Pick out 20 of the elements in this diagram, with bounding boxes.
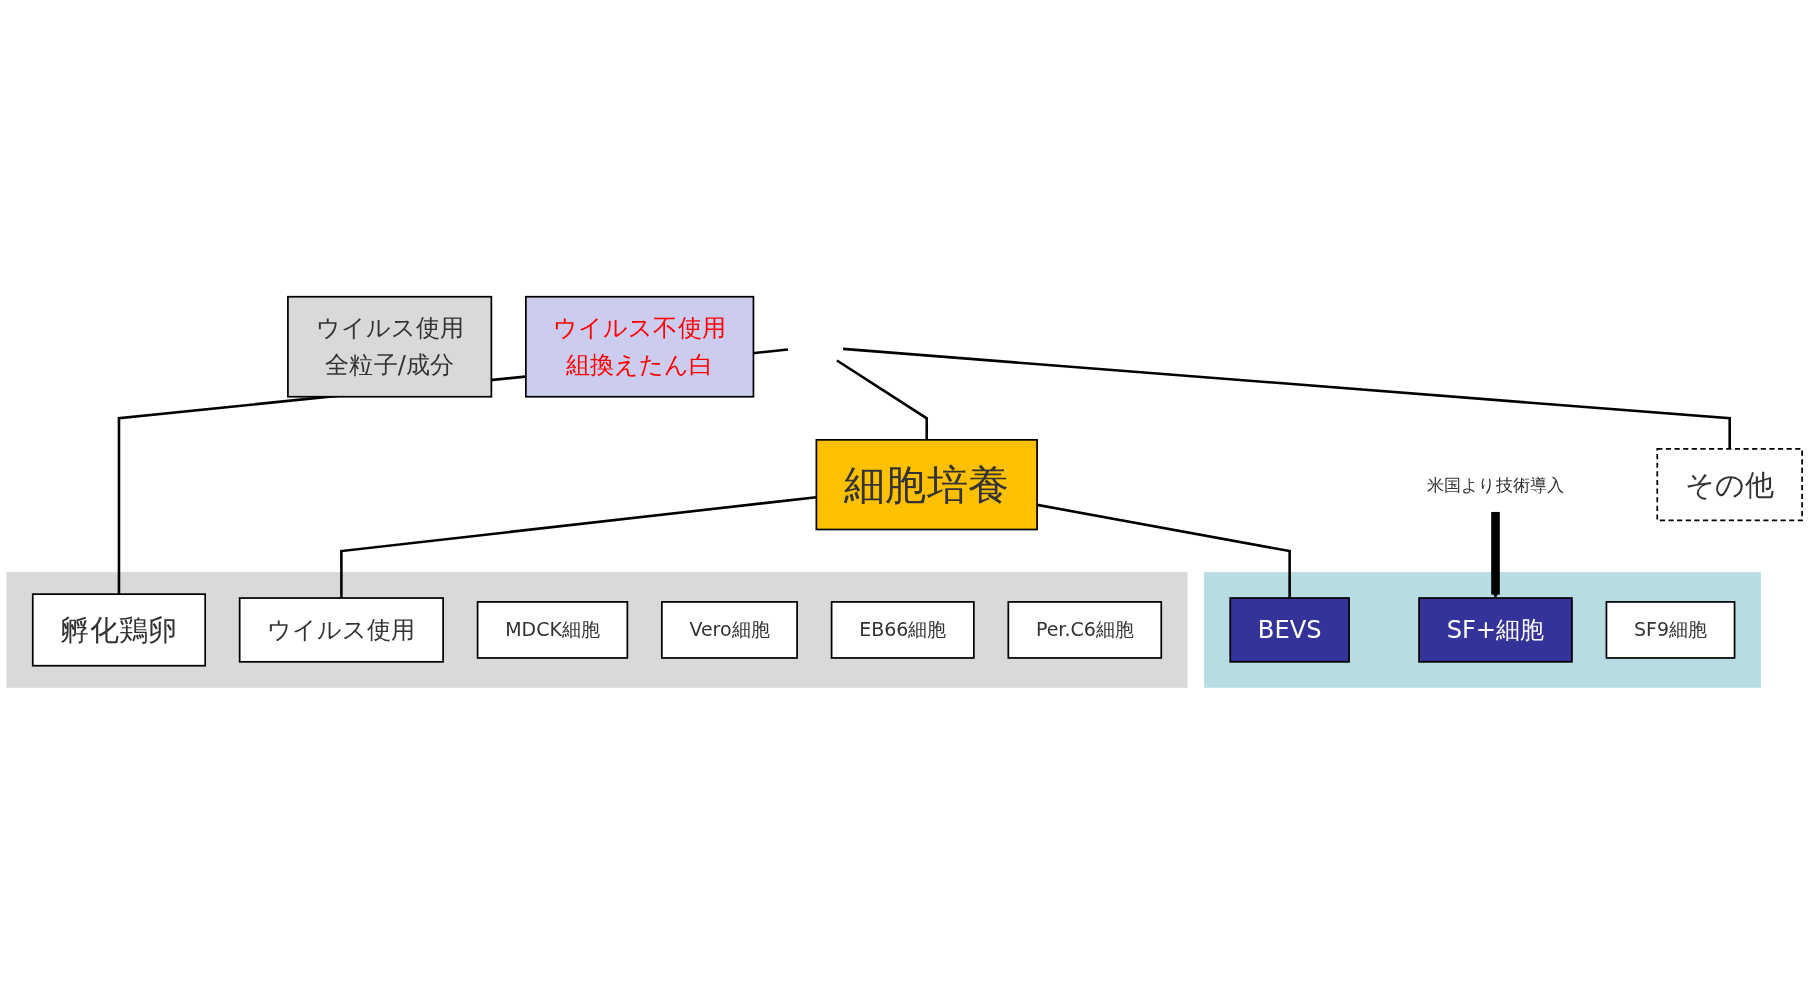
- node-box: ウイルス不使用 組換えたん白: [525, 295, 755, 398]
- node-box: 細胞培養: [815, 438, 1038, 531]
- arrow: [1491, 511, 1500, 599]
- connector: [340, 495, 817, 599]
- connector: [843, 347, 1731, 449]
- node-box: SF+細胞: [1418, 597, 1573, 663]
- node-text: 米国より技術導入: [1426, 474, 1565, 496]
- node-box: その他: [1656, 448, 1803, 522]
- node-box: SF9細胞: [1605, 601, 1736, 659]
- node-box: ウイルス使用: [238, 597, 444, 663]
- node-box: MDCK細胞: [476, 601, 629, 659]
- node-box: ウイルス使用 全粒子/成分: [287, 295, 493, 398]
- connector: [836, 359, 928, 440]
- node-box: Vero細胞: [661, 601, 798, 659]
- cluster: [6, 572, 1188, 688]
- node-box: BEVS: [1229, 597, 1350, 663]
- node-box: 孵化鶏卵: [31, 593, 207, 667]
- node-box: Per.C6細胞: [1007, 601, 1163, 659]
- cluster: [1203, 572, 1761, 688]
- node-box: EB66細胞: [830, 601, 975, 659]
